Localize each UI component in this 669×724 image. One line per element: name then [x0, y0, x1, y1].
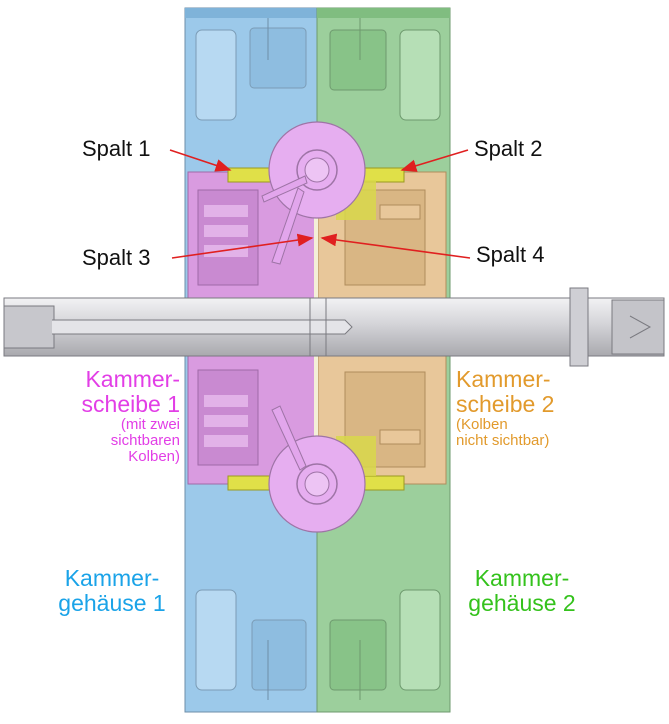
gap-arrows	[169, 149, 471, 259]
disc-1-line2: scheibe 1	[81, 390, 180, 417]
disc-1-note2: sichtbaren	[110, 431, 180, 449]
disc-2-label: Kammer- scheibe 2 (Kolben nicht sichtbar…	[456, 367, 554, 449]
arrow-gap-1	[169, 149, 232, 172]
arrow-gap-4	[320, 233, 471, 259]
gap-2-label: Spalt 2	[474, 136, 543, 161]
arrow-gap-3	[171, 233, 314, 259]
shaft	[3, 287, 665, 367]
piston-top	[261, 121, 366, 265]
disc-1-line1: Kammer-	[85, 366, 180, 392]
gap-3-label: Spalt 3	[82, 245, 151, 270]
disc-2-note1: (Kolben	[456, 415, 508, 433]
disc-2-note2: nicht sichtbar)	[456, 431, 550, 449]
disc-1-label: Kammer- scheibe 1 (mit zwei sichtbaren K…	[40, 367, 180, 465]
housing-1-line1: Kammer-	[64, 565, 160, 591]
housing-2-label: Kammer- gehäuse 2	[452, 566, 592, 616]
disc-2-line2: scheibe 2	[456, 390, 555, 417]
disc-2-line1: Kammer-	[456, 366, 551, 392]
disc-1-note1: (mit zwei	[120, 415, 180, 433]
piston-bottom	[268, 405, 366, 533]
housing-2-line1: Kammer-	[474, 565, 570, 591]
housing-1-line2: gehäuse 1	[58, 589, 166, 616]
arrow-gap-2	[400, 149, 469, 172]
gap-1-label: Spalt 1	[82, 136, 151, 161]
housing-1-label: Kammer- gehäuse 1	[42, 566, 182, 616]
housing-2-line2: gehäuse 2	[468, 589, 576, 616]
disc-1-note3: Kolben)	[128, 448, 180, 466]
gap-4-label: Spalt 4	[476, 242, 545, 267]
